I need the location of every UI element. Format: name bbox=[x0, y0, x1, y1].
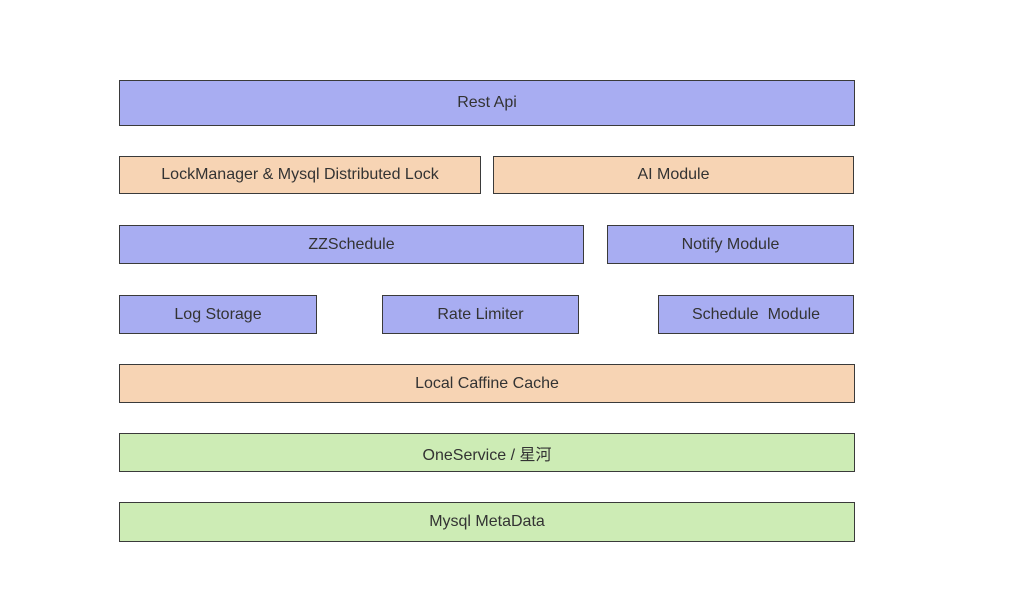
lock-manager-label: LockManager & Mysql Distributed Lock bbox=[161, 166, 439, 183]
local-cache-box: Local Caffine Cache bbox=[119, 364, 855, 403]
zzschedule-box: ZZSchedule bbox=[119, 225, 584, 264]
notify-module-box: Notify Module bbox=[607, 225, 854, 264]
zzschedule-label: ZZSchedule bbox=[308, 235, 395, 253]
rate-limiter-box: Rate Limiter bbox=[382, 295, 579, 334]
lock-manager-box: LockManager & Mysql Distributed Lock bbox=[119, 156, 481, 194]
schedule-module-box: Schedule Module bbox=[658, 295, 854, 334]
log-storage-box: Log Storage bbox=[119, 295, 317, 334]
ai-module-box: AI Module bbox=[493, 156, 854, 194]
local-cache-label: Local Caffine Cache bbox=[415, 374, 559, 392]
rest-api-label: Rest Api bbox=[457, 94, 517, 111]
ai-module-label: AI Module bbox=[637, 166, 710, 183]
schedule-module-label: Schedule Module bbox=[691, 305, 821, 323]
log-storage-label: Log Storage bbox=[174, 305, 262, 323]
notify-module-label: Notify Module bbox=[681, 235, 780, 253]
mysql-metadata-box: Mysql MetaData bbox=[119, 502, 855, 542]
mysql-metadata-label: Mysql MetaData bbox=[429, 513, 545, 530]
rest-api-box: Rest Api bbox=[119, 80, 855, 126]
oneservice-box: OneService / 星河 bbox=[119, 433, 855, 472]
rate-limiter-label: Rate Limiter bbox=[437, 305, 524, 323]
oneservice-label: OneService / 星河 bbox=[422, 446, 552, 464]
